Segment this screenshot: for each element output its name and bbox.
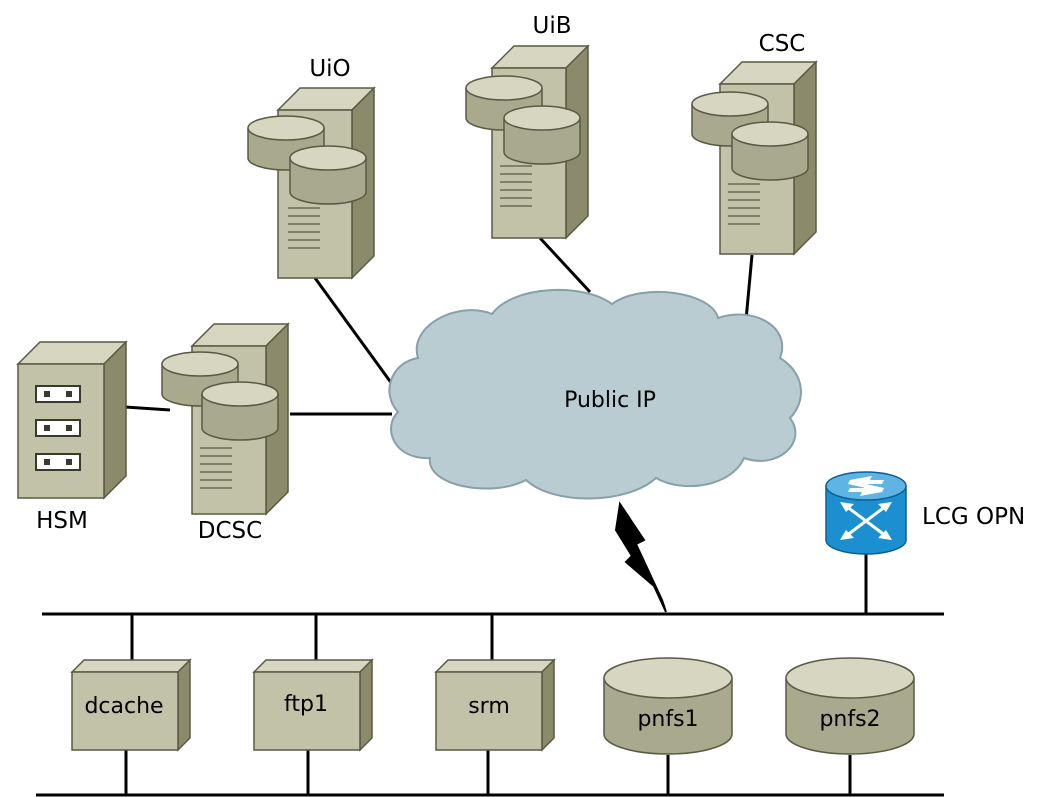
link-uib-cloud — [538, 236, 592, 294]
disk-cylinder-icon — [785, 657, 915, 755]
tape-library-icon — [16, 340, 128, 500]
disk-cylinder-icon — [603, 657, 733, 755]
node-ftp1: ftp1 — [252, 658, 374, 752]
server-csc-label: CSC — [759, 31, 806, 57]
server-csc: CSC — [691, 31, 818, 256]
node-pnfs1-label: pnfs1 — [637, 707, 698, 732]
lightning-link-icon — [614, 501, 667, 613]
disk-cylinder-icon — [201, 381, 279, 441]
node-pnfs2: pnfs2 — [785, 657, 915, 755]
node-srm: srm — [434, 658, 556, 752]
server-box-icon — [70, 658, 192, 752]
network-cloud-icon: Public IP — [388, 288, 802, 500]
node-pnfs1: pnfs1 — [603, 657, 733, 755]
node-dcache: dcache — [70, 658, 192, 752]
node-srm-label: srm — [468, 694, 510, 719]
router-node: LCG OPN — [825, 471, 1025, 555]
server-box-icon — [434, 658, 556, 752]
cloud-label: Public IP — [564, 388, 656, 413]
server-uib: UiB — [465, 13, 590, 240]
server-uio: UiO — [247, 56, 376, 280]
server-uio-label: UiO — [309, 56, 350, 82]
node-dcache-label: dcache — [84, 694, 163, 719]
router-label: LCG OPN — [922, 504, 1025, 530]
link-uio-cloud — [313, 277, 394, 385]
server-box-icon — [252, 658, 374, 752]
link-csc-cloud — [744, 254, 754, 321]
node-pnfs2-label: pnfs2 — [819, 707, 880, 732]
server-dcsc-label: DCSC — [198, 518, 262, 544]
link-hsm-dcsc — [124, 405, 171, 412]
disk-cylinder-icon — [503, 105, 581, 165]
router-icon — [825, 471, 907, 555]
server-uib-label: UiB — [532, 13, 571, 39]
connections — [36, 236, 944, 797]
hsm-node: HSM — [16, 340, 128, 534]
node-ftp1-label: ftp1 — [284, 692, 328, 717]
disk-cylinder-icon — [731, 121, 809, 181]
hsm-label: HSM — [36, 508, 88, 534]
server-dcsc: DCSC — [161, 322, 290, 544]
disk-cylinder-icon — [289, 145, 367, 205]
